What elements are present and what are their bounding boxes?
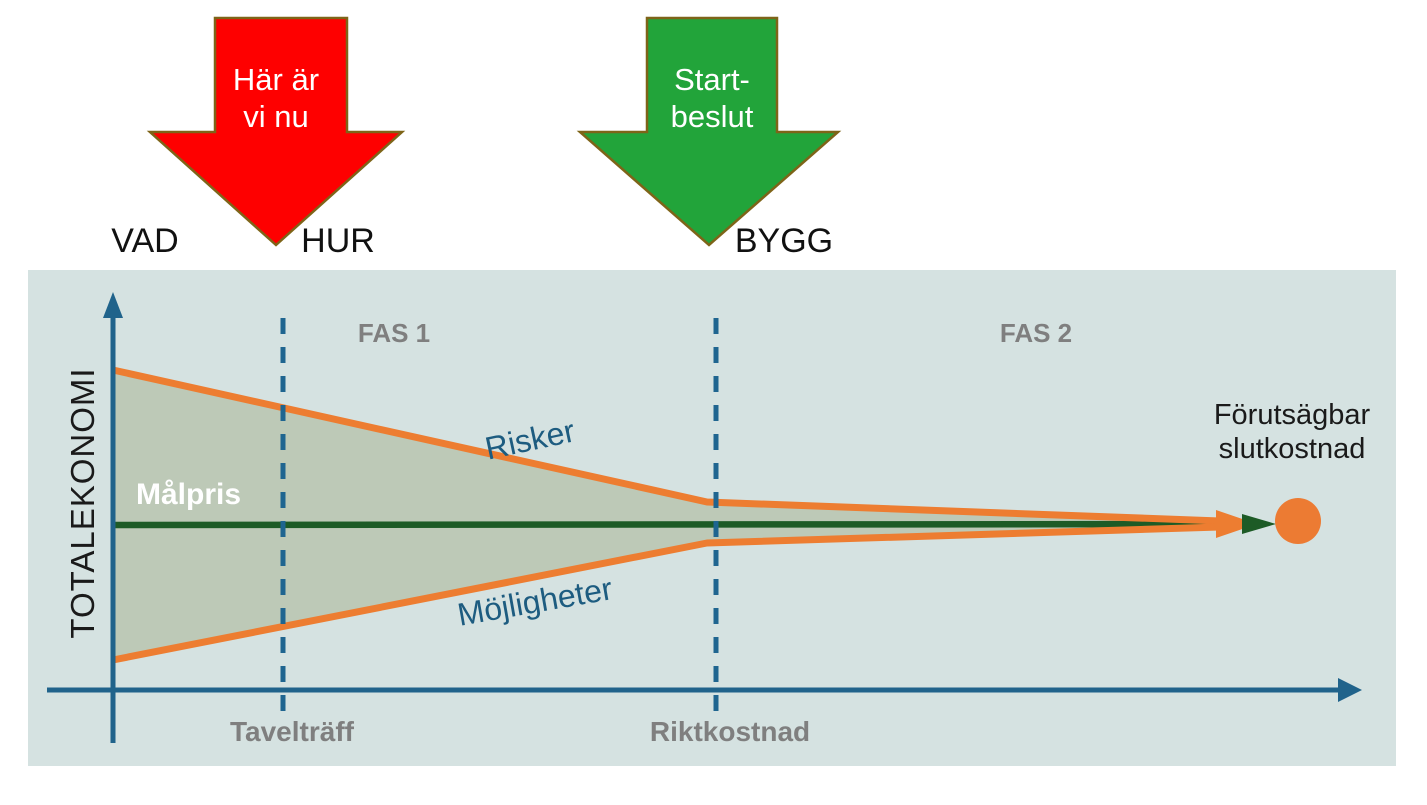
x-axis-arrowhead-icon: [1338, 678, 1362, 702]
y-axis-arrowhead-icon: [103, 292, 123, 318]
phase1-label: FAS 1: [357, 318, 431, 348]
funnel-arrowhead-green-icon: [1242, 514, 1276, 534]
milestone1-label: Tavelträff: [230, 716, 354, 747]
target-price-line: [112, 520, 1247, 529]
target-price-label: Målpris: [136, 478, 242, 511]
opportunities-lower-edge: [112, 523, 1221, 664]
end-cost-point: [1275, 498, 1321, 544]
here-we-are-arrow-icon: [146, 16, 406, 247]
start-decision-line1: Start-: [674, 62, 750, 97]
phase-word-bygg: BYGG: [734, 222, 834, 260]
here-we-are-line1: Här är: [232, 62, 320, 97]
block-arrows-graphic: [146, 16, 842, 247]
end-cost-label-line1: Förutsägbar: [1213, 399, 1371, 431]
start-decision-line2: beslut: [670, 98, 754, 134]
phase2-label: FAS 2: [999, 318, 1073, 348]
y-axis-label: TOTALEKONOMI: [64, 367, 101, 639]
phase-word-hur: HUR: [301, 222, 375, 260]
start-decision-arrow-icon: [576, 16, 842, 247]
here-we-are-line2: vi nu: [243, 98, 309, 134]
phase-word-vad: VAD: [111, 222, 179, 260]
funnel-arrowhead-orange-icon: [1216, 510, 1257, 538]
milestone2-label: Riktkostnad: [649, 716, 811, 747]
here-we-are-label: Här är vi nu: [146, 62, 406, 135]
end-cost-label-line2: slutkostnad: [1218, 433, 1366, 466]
start-decision-label: Start- beslut: [582, 62, 842, 135]
risks-upper-edge: [112, 366, 1221, 525]
uncertainty-funnel-area: [113, 370, 1223, 660]
end-cost-label: Förutsägbar slutkostnad: [1214, 398, 1370, 466]
funnel-chart-graphic: [47, 292, 1362, 743]
top-arrows-area: Här är vi nu Start- beslut VAD HUR BYGG: [0, 0, 1427, 266]
economy-funnel-panel: TOTALEKONOMI FAS 1 FAS 2 Målpris Risker …: [28, 270, 1396, 766]
